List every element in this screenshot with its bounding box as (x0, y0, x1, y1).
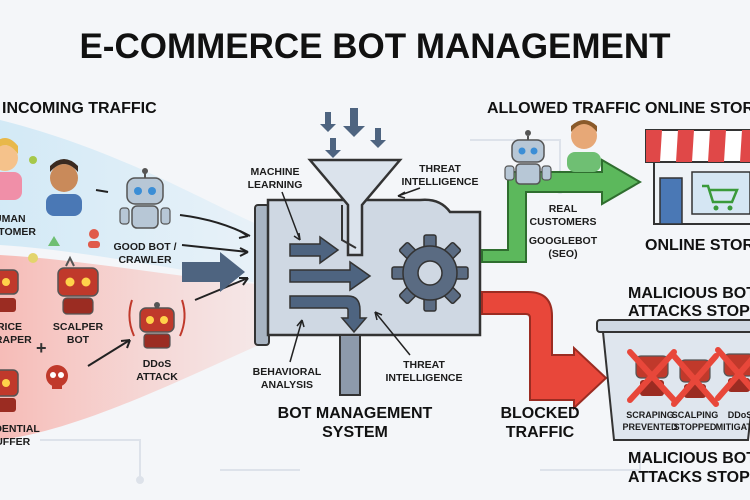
allowed-traffic-arrow (481, 158, 642, 263)
system-name-line-1: BOT MANAGEMENT (278, 405, 433, 422)
behavioral-analysis-label-1: BEHAVIORAL (253, 366, 322, 378)
stopped-label-b-2: STOPPED (674, 422, 717, 432)
stopped-label-b-1: SCALPING (672, 410, 719, 420)
process-arrows (289, 235, 372, 334)
ddos-label-1: DDoS (143, 358, 172, 370)
stopped-bot-icons (627, 347, 750, 407)
scalper-bot-icon (57, 255, 99, 315)
stopped-label-a-2: PREVENTED (622, 422, 678, 432)
stopped-label-c-2: MITIGATED (716, 422, 750, 432)
malicious-bottom-label-2: ATTACKS STOPPED (628, 469, 750, 486)
price-scraper-label-2: SCRAPER (0, 334, 32, 346)
malicious-top-label-1: MALICIOUS BOTS (628, 285, 750, 302)
svg-text:+: + (36, 338, 47, 358)
human-customer-icon (0, 138, 22, 200)
good-bot-label-1: GOOD BOT / (114, 241, 177, 253)
threat-intel-top-label-1: THREAT (419, 163, 461, 175)
ddos-bot-icon (128, 299, 186, 349)
price-scraper-label-1: PRICE (0, 321, 22, 333)
scalper-label-2: BOT (67, 334, 90, 346)
human-label-1: HUMAN (0, 213, 26, 225)
price-scraper-bot-icon (0, 269, 19, 312)
skull-icon (46, 365, 68, 389)
decorative-sparks: + (28, 156, 109, 358)
real-customer-icon (567, 120, 601, 172)
credential-stuffer-bot-icon (0, 369, 19, 412)
online-store-label: ONLINE STORE (645, 237, 750, 254)
credential-label-1: CREDENTIAL (0, 423, 40, 435)
machine-learning-label-1: MACHINE (251, 166, 300, 178)
human-label-2: CUSTOMER (0, 226, 36, 238)
behavioral-analysis-label-2: ANALYSIS (261, 379, 313, 391)
funnel-input-arrows (320, 108, 386, 158)
system-pointer-lines (281, 187, 421, 363)
threat-intel-bottom-label-1: THREAT (403, 359, 445, 371)
allowed-good-bot-icon (504, 130, 552, 185)
malicious-top-label-2: ATTACKS STOPPED (628, 303, 750, 320)
system-name-line-2: SYSTEM (322, 424, 388, 441)
malicious-bottom-label-1: MALICIOUS BOTS (628, 450, 750, 467)
threat-intel-bottom-label-2: INTELLIGENCE (385, 372, 462, 384)
scalper-label-1: SCALPER (53, 321, 104, 333)
allowed-label-2: CUSTOMERS (530, 216, 597, 228)
customer-man-icon (46, 159, 82, 216)
online-store-icon (645, 129, 750, 225)
main-inflow-arrow (182, 252, 245, 292)
stopped-label-c-1: DDoS (728, 410, 750, 420)
allowed-label-4: (SEO) (548, 248, 577, 260)
credential-label-2: STUFFER (0, 436, 31, 448)
allowed-label-1: REAL (549, 203, 578, 215)
page-title: E-COMMERCE BOT MANAGEMENT (79, 27, 670, 66)
allowed-label-3: GOOGLEBOT (529, 235, 598, 247)
allowed-traffic-header: ALLOWED TRAFFIC (487, 100, 641, 117)
stopped-label-a-1: SCRAPING (626, 410, 674, 420)
online-store-header: ONLINE STORE (645, 100, 750, 117)
blocked-label-1: BLOCKED (500, 405, 579, 422)
good-bot-label-2: CRAWLER (118, 254, 171, 266)
threat-intel-top-label-2: INTELLIGENCE (401, 176, 478, 188)
good-bot-icon (119, 168, 171, 229)
ddos-label-2: ATTACK (136, 371, 178, 383)
incoming-traffic-header: INCOMING TRAFFIC (2, 100, 157, 117)
machine-learning-label-2: LEARNING (248, 179, 303, 191)
blocked-traffic-arrow (481, 291, 608, 411)
gear-icon (391, 234, 469, 312)
blocked-label-2: TRAFFIC (506, 424, 575, 441)
